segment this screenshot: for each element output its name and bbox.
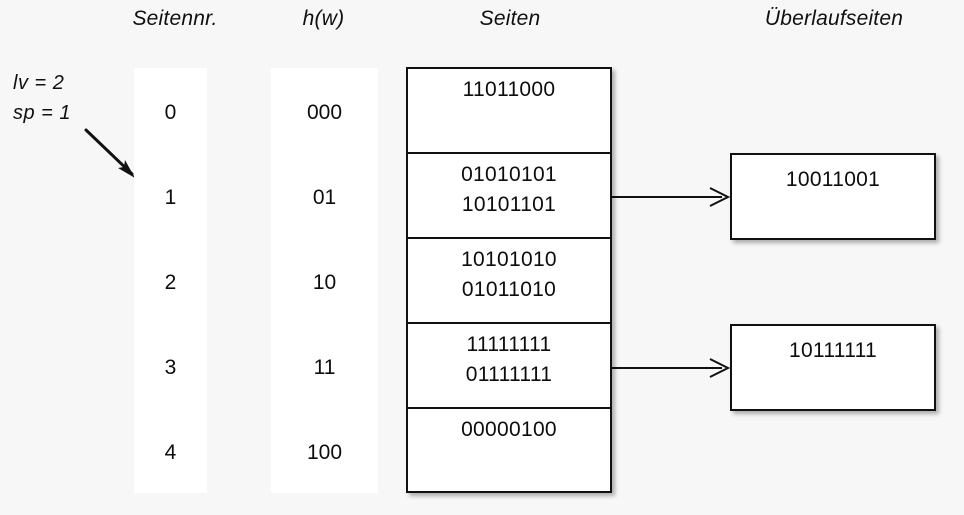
record-value: 11111111 (466, 333, 552, 356)
hw-column-band (271, 68, 378, 493)
hash-value-cell: 11 (313, 356, 336, 379)
hash-value-cell: 000 (306, 101, 343, 124)
page-number-cell: 2 (164, 271, 177, 294)
page-number-cell: 4 (164, 441, 177, 464)
record-value: 01011010 (461, 278, 557, 301)
bucket-row: 11111111 01111111 (408, 324, 610, 409)
overflow-connector-arrow-icon (610, 358, 731, 378)
parameter-annotation: lv = 2 sp = 1 (13, 68, 71, 128)
sp-value: sp = 1 (13, 102, 72, 124)
bucket-row: 10101010 01011010 (408, 239, 610, 324)
record-value: 10101101 (461, 193, 557, 216)
page-number-cell: 3 (164, 356, 177, 379)
record-value: 10011001 (785, 168, 881, 191)
overflow-connector-arrow-icon (610, 187, 731, 207)
record-value: 11011000 (462, 78, 556, 101)
hash-value-cell: 01 (312, 186, 337, 209)
page-number-cell: 0 (164, 101, 177, 124)
record-value: 01010101 (461, 163, 557, 186)
overflow-page-box: 10011001 (730, 153, 936, 240)
lv-value: lv = 2 (13, 72, 65, 94)
column-header-seitennr: Seitennr. (132, 7, 218, 30)
record-value: 01111111 (465, 363, 553, 386)
bucket-row: 00000100 (408, 409, 610, 491)
hash-value-cell: 100 (306, 441, 343, 464)
bucket-row: 01010101 10101101 (408, 154, 610, 239)
overflow-page-box: 10111111 (730, 324, 936, 411)
page-number-cell: 1 (164, 186, 177, 209)
record-value: 10101010 (461, 248, 557, 271)
hash-value-cell: 10 (312, 271, 337, 294)
column-header-seiten: Seiten (479, 7, 541, 30)
bucket-row: 11011000 (408, 69, 610, 154)
record-value: 00000100 (461, 418, 557, 441)
column-header-ueberlaufseiten: Überlaufseiten (764, 7, 904, 30)
seiten-bucket-stack: 11011000 01010101 10101101 10101010 0101… (406, 67, 612, 493)
column-header-hw: h(w) (302, 7, 345, 30)
seitennr-column-band (134, 68, 207, 493)
record-value: 10111111 (788, 339, 878, 362)
